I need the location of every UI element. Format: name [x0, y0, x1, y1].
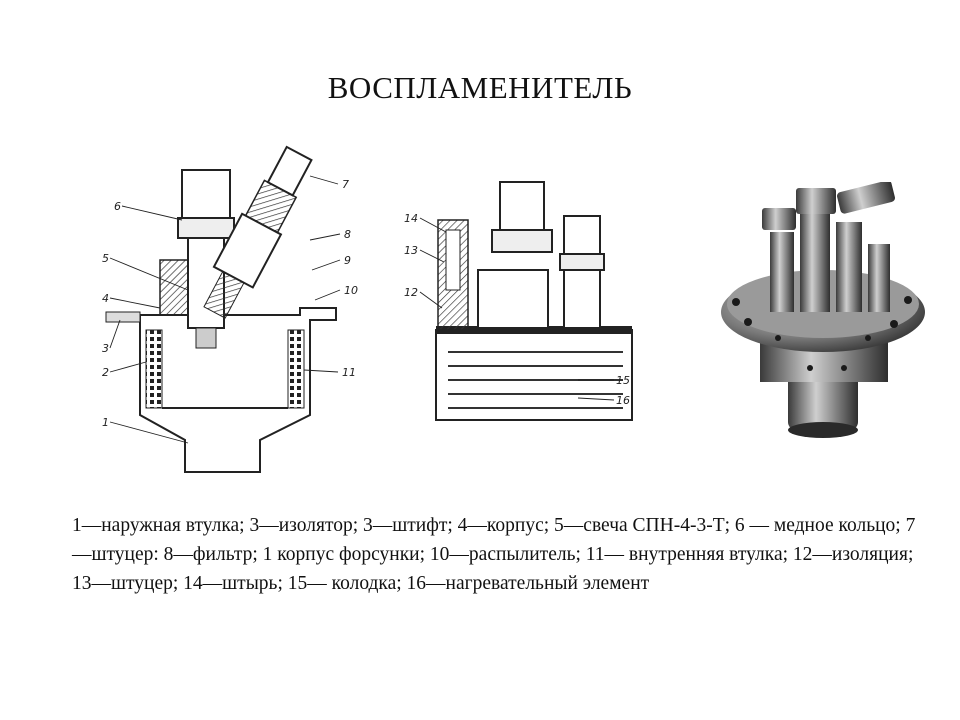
callout-10: 10 — [344, 284, 358, 297]
igniter-photo — [718, 180, 928, 440]
callout-2: 2 — [102, 366, 109, 379]
callout-11: 11 — [342, 366, 356, 379]
callout-12: 12 — [404, 286, 418, 299]
callout-13: 13 — [404, 244, 418, 257]
callout-8: 8 — [344, 228, 351, 241]
slide-title: ВОСПЛАМЕНИТЕЛЬ — [327, 70, 633, 105]
callout-14: 14 — [404, 212, 418, 225]
callout-1: 1 — [102, 416, 109, 429]
callout-3: 3 — [102, 342, 109, 355]
callout-16: 16 — [616, 394, 630, 407]
callout-15: 15 — [616, 374, 630, 387]
igniter-section-drawing: 1 2 3 4 5 6 7 8 9 10 11 — [100, 140, 372, 480]
callout-6: 6 — [114, 200, 121, 213]
callout-5: 5 — [102, 252, 109, 265]
legend-caption: 1—наружная втулка; 3—изолятор; 3—штифт; … — [72, 515, 916, 594]
callout-4: 4 — [102, 292, 109, 305]
heater-section-drawing: 14 13 12 15 16 — [398, 180, 638, 430]
callout-7: 7 — [342, 178, 349, 191]
callout-9: 9 — [344, 254, 351, 267]
